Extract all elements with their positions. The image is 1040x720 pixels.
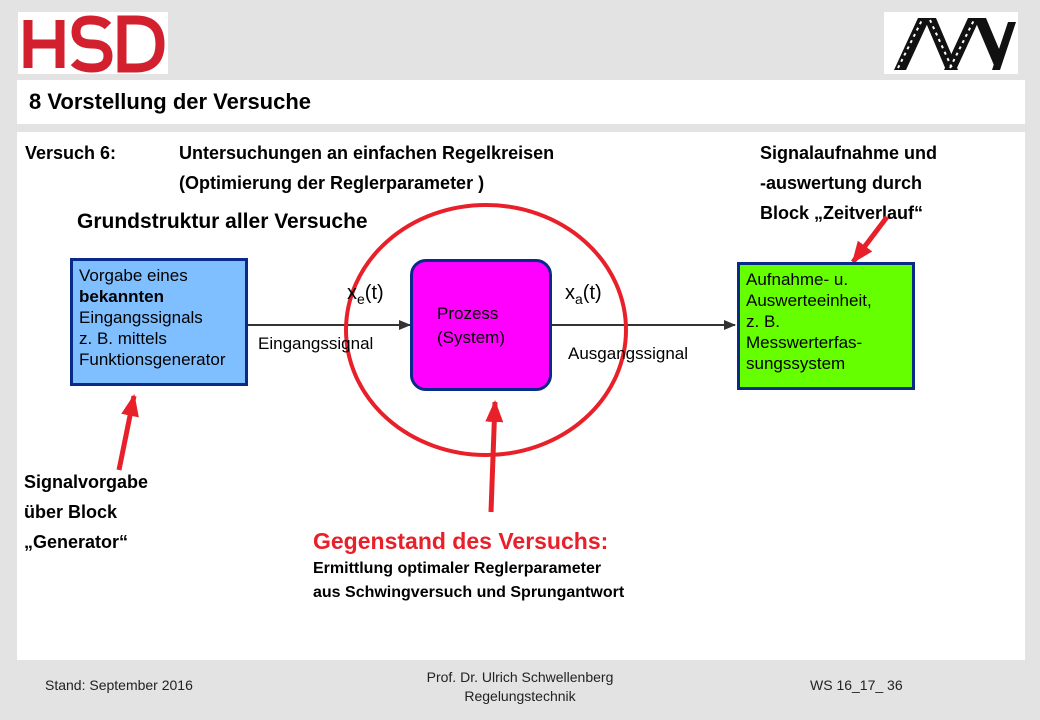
focus-ellipse [344, 203, 628, 457]
prozess-pointer-arrow [485, 400, 504, 513]
xe-var: x [347, 282, 357, 304]
mv-logo-graphic [894, 18, 1016, 70]
auswertung-pointer-arrow [851, 215, 889, 264]
generator-line-4: z. B. mittels [79, 329, 167, 348]
xa-sub: a [575, 291, 583, 307]
footer-course: Regelungstechnik [464, 688, 576, 704]
versuch-label: Versuch 6: [25, 143, 117, 163]
prozess-block: Prozess (System) [410, 259, 552, 391]
auswertung-line-2: Auswerteeinheit, [746, 291, 872, 310]
xe-sub: e [357, 291, 365, 307]
signal-note-line-2: -auswertung durch [760, 173, 923, 193]
signal-note-line-1: Signalaufnahme und [760, 143, 938, 163]
auswertung-line-3: z. B. [746, 312, 781, 331]
generator-line-1: Vorgabe eines [79, 266, 188, 285]
versuch-line-1: Untersuchungen an einfachen Regelkreisen [179, 143, 555, 163]
versuch-line-2: (Optimierung der Reglerparameter ) [179, 173, 485, 193]
xe-arg: (t) [364, 282, 384, 304]
auswertung-line-1: Aufnahme- u. [746, 270, 849, 289]
signalvorgabe-line-3: „Generator“ [24, 532, 129, 552]
grundstruktur-heading: Grundstruktur aller Versuche [77, 210, 368, 233]
prozess-line-2: (System) [437, 328, 505, 347]
diagram-graphics [116, 203, 889, 513]
auswertung-block: Aufnahme- u. Auswerteeinheit, z. B. Mess… [737, 262, 915, 390]
title-bar: 8 Vorstellung der Versuche [17, 80, 1025, 124]
prozess-line-1: Prozess [437, 304, 499, 323]
eingangssignal-label: Eingangssignal [258, 334, 374, 353]
xa-arg: (t) [582, 282, 602, 304]
mv-logo [884, 12, 1018, 74]
footer-author-block: Prof. Dr. Ulrich Schwellenberg Regelungs… [370, 668, 670, 706]
footer-stand: Stand: September 2016 [45, 677, 193, 693]
generator-line-3: Eingangssignals [79, 308, 203, 327]
signalvorgabe-line-2: über Block [24, 502, 118, 522]
hsd-logo-graphic [23, 15, 165, 73]
gegenstand-line-2: aus Schwingversuch und Sprungantwort [313, 584, 625, 601]
page-title: 8 Vorstellung der Versuche [29, 89, 312, 114]
content-panel: Versuch 6: Untersuchungen an einfachen R… [17, 132, 1025, 660]
hsd-logo [18, 12, 168, 74]
ausgangssignal-label: Ausgangssignal [568, 344, 689, 363]
footer-page: WS 16_17_ 36 [810, 677, 903, 693]
signalvorgabe-line-1: Signalvorgabe [24, 472, 149, 492]
gegenstand-title: Gegenstand des Versuchs: [313, 528, 609, 554]
generator-block: Vorgabe eines bekannten Eingangssignals … [70, 258, 248, 386]
signal-note-line-3: Block „Zeitverlauf“ [760, 203, 924, 223]
gegenstand-line-1: Ermittlung optimaler Reglerparameter [313, 560, 602, 577]
generator-pointer-arrow [116, 394, 139, 471]
generator-line-2: bekannten [79, 287, 165, 306]
auswertung-line-5: sungssystem [746, 354, 846, 373]
xa-label: xa(t) [565, 282, 602, 307]
auswertung-line-4: Messwerterfas- [746, 333, 863, 352]
xe-label: xe(t) [347, 282, 384, 307]
xa-var: x [565, 282, 575, 304]
generator-line-5: Funktionsgenerator [79, 350, 226, 369]
footer-author: Prof. Dr. Ulrich Schwellenberg [426, 669, 614, 685]
